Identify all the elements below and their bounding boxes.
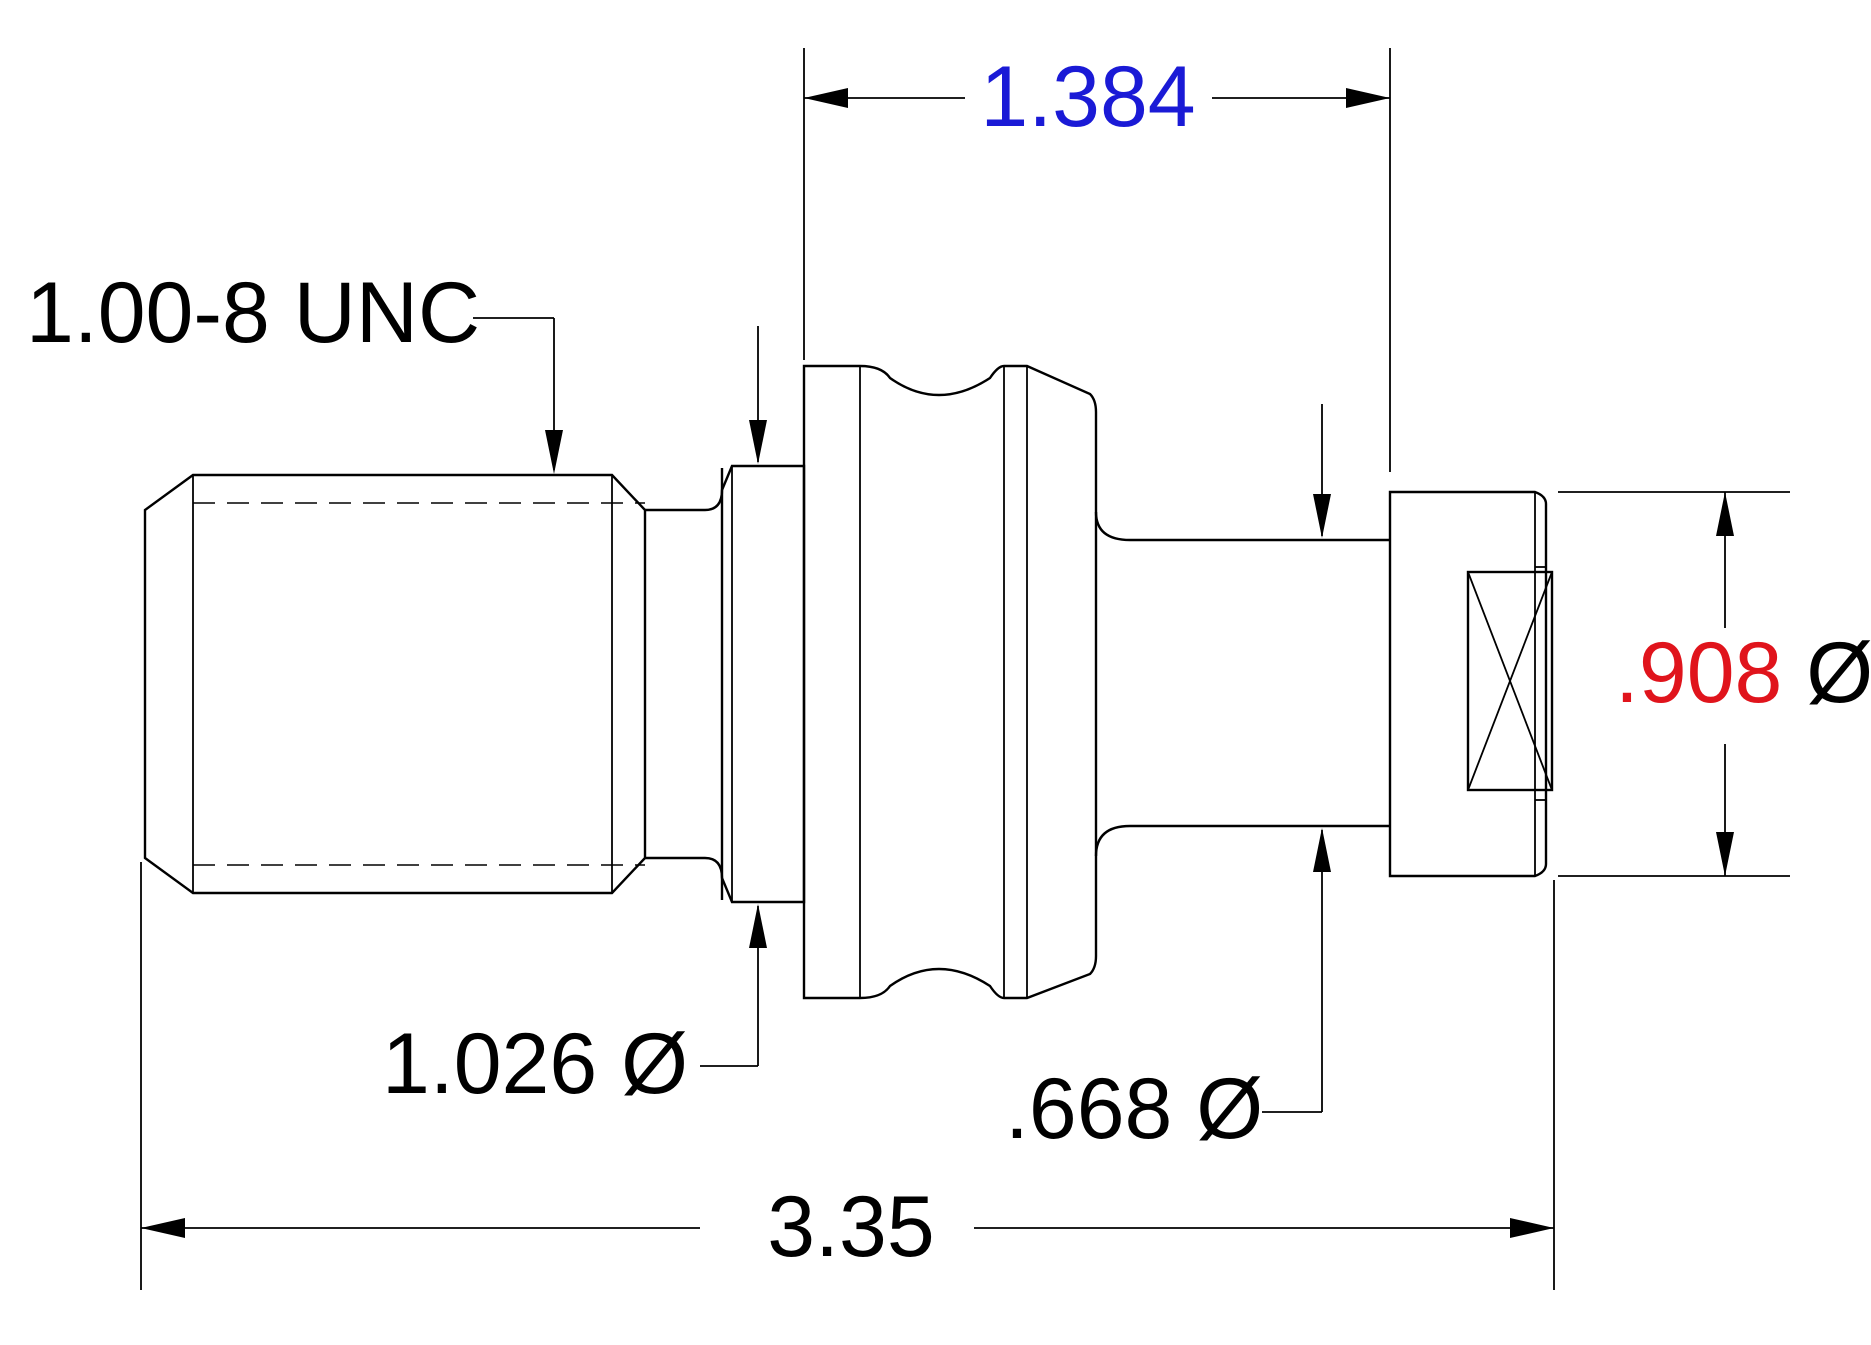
flange (802, 364, 1098, 1000)
end-knob (1388, 490, 1554, 878)
diameter-symbol: Ø (1806, 625, 1871, 721)
dimension-length-overall: 3.35 (140, 862, 1555, 1290)
dimension-value-dia-end: .908 Ø (1615, 625, 1871, 721)
dimension-value-length-top: 1.384 (980, 49, 1195, 145)
threaded-section (143, 473, 647, 895)
undercut-neck (645, 468, 724, 900)
dimension-value-length-overall: 3.35 (767, 1179, 934, 1275)
dimension-dia-collar: 1.026 Ø (382, 326, 767, 1112)
part-outline (143, 364, 1554, 1000)
shank (1094, 511, 1390, 857)
diameter-symbol: Ø (1196, 1061, 1263, 1157)
thread-callout: 1.00-8 UNC (26, 265, 563, 474)
diameter-symbol: Ø (621, 1016, 688, 1112)
dimension-length-top: 1.384 (803, 48, 1391, 472)
small-collar (720, 464, 806, 904)
dimension-dia-end: .908 Ø (1558, 491, 1871, 877)
dimension-value-dia-collar: 1.026 Ø (382, 1016, 688, 1112)
dimension-dia-neck: .668 Ø (1005, 404, 1331, 1157)
dimension-value-dia-neck: .668 Ø (1005, 1061, 1263, 1157)
thread-spec-label: 1.00-8 UNC (26, 265, 480, 361)
wrench-flat-icon (1466, 570, 1554, 792)
